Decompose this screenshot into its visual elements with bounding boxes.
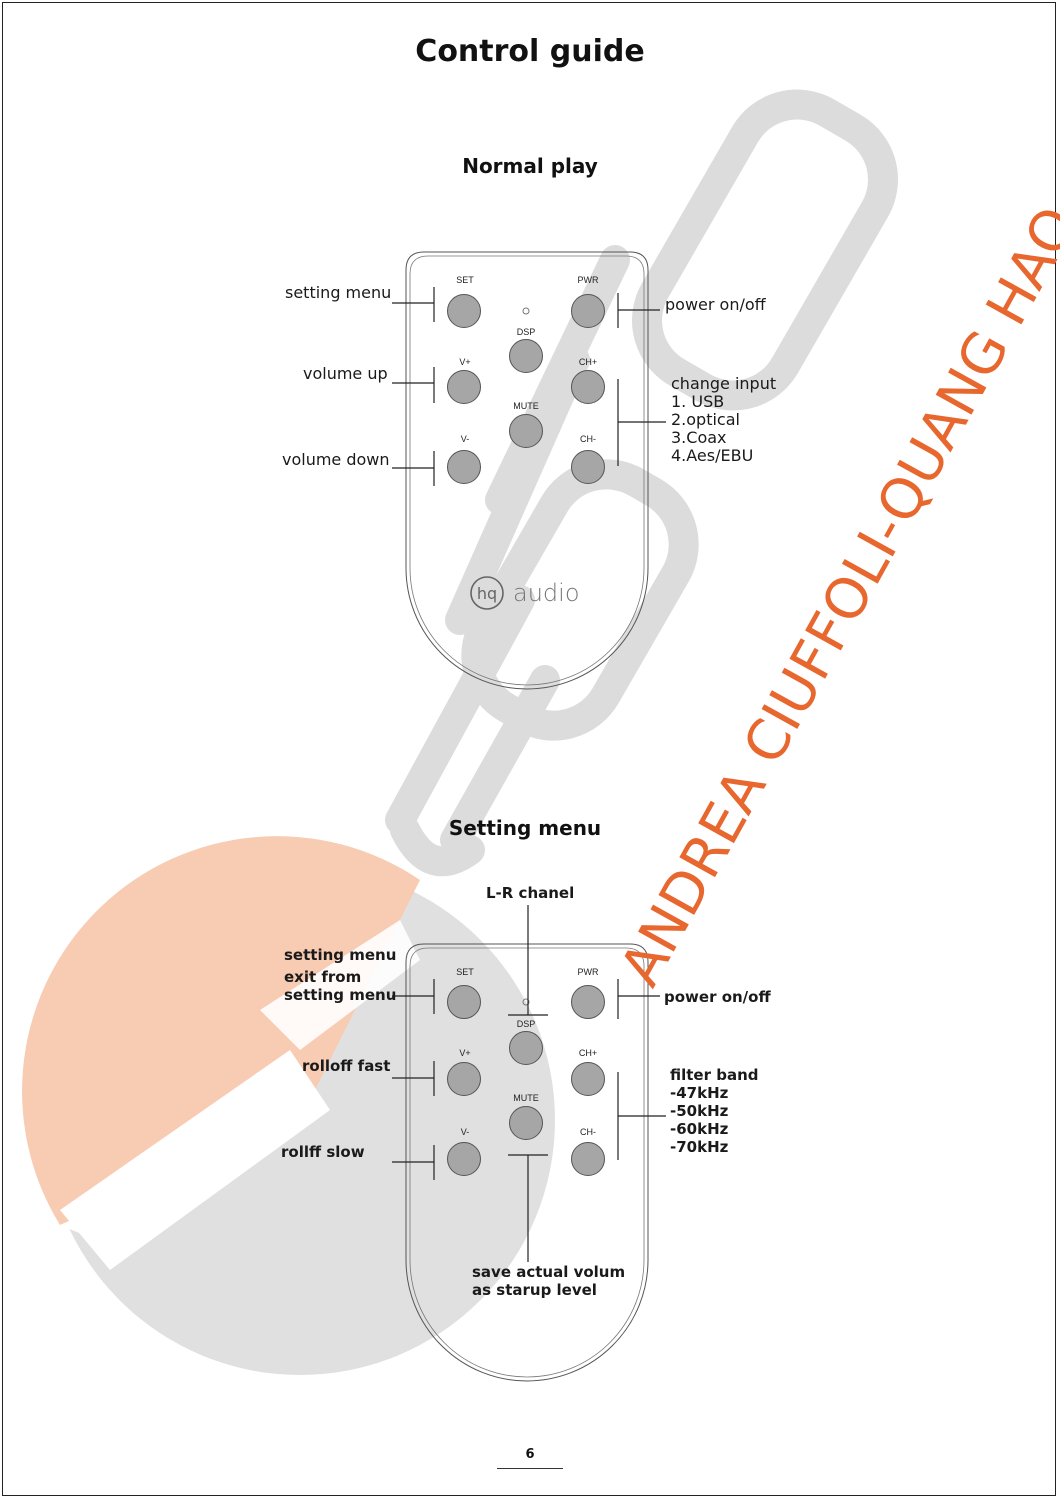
save-volume-line: as starup level bbox=[472, 1281, 597, 1299]
annotation-rolloff-slow: rollff slow bbox=[281, 1143, 365, 1161]
change-input-line: 3.Coax bbox=[671, 428, 727, 447]
annotation-line: setting menu bbox=[284, 986, 397, 1004]
annotation-setting-menu-exit: setting menu exit from setting menu bbox=[284, 946, 396, 1004]
remote-outline-setting bbox=[405, 943, 649, 1382]
label-mute: MUTE bbox=[513, 401, 539, 411]
annotation-change-input: change input 1. USB 2.optical 3.Coax 4.A… bbox=[671, 375, 776, 465]
change-input-line: 1. USB bbox=[671, 392, 725, 411]
annotation-filter-band: filter band -47kHz -50kHz -60kHz -70kHz bbox=[670, 1066, 759, 1156]
change-input-line: change input bbox=[671, 374, 777, 393]
label-chminus: CH- bbox=[580, 1127, 596, 1137]
change-input-line: 4.Aes/EBU bbox=[671, 446, 754, 465]
label-pwr: PWR bbox=[577, 275, 599, 285]
label-vminus: V- bbox=[460, 434, 470, 444]
label-set: SET bbox=[456, 967, 474, 977]
set-button[interactable] bbox=[447, 294, 481, 328]
setting-menu-heading: Setting menu bbox=[448, 816, 602, 840]
remote-outline-normal bbox=[405, 251, 649, 690]
filter-band-line: -50kHz bbox=[670, 1102, 729, 1120]
mute-button[interactable] bbox=[509, 1106, 543, 1140]
pwr-button[interactable] bbox=[571, 985, 605, 1019]
label-mute: MUTE bbox=[513, 1093, 539, 1103]
filter-band-line: filter band bbox=[670, 1066, 759, 1084]
hq-logo-icon: hq bbox=[470, 576, 504, 610]
annotation-lr-channel: L-R chanel bbox=[486, 884, 575, 902]
channel-down-button[interactable] bbox=[571, 450, 605, 484]
volume-down-button[interactable] bbox=[447, 1142, 481, 1176]
annotation-line: exit from bbox=[284, 968, 362, 986]
annotation-volume-down: volume down bbox=[282, 450, 390, 469]
channel-down-button[interactable] bbox=[571, 1142, 605, 1176]
change-input-line: 2.optical bbox=[671, 410, 740, 429]
filter-band-line: -47kHz bbox=[670, 1084, 729, 1102]
dsp-button[interactable] bbox=[509, 1031, 543, 1065]
label-dsp: DSP bbox=[516, 1019, 536, 1029]
set-button[interactable] bbox=[447, 985, 481, 1019]
annotation-power: power on/off bbox=[665, 295, 766, 314]
mute-button[interactable] bbox=[509, 414, 543, 448]
annotation-power: power on/off bbox=[664, 988, 771, 1006]
label-chminus: CH- bbox=[580, 434, 596, 444]
page-title: Control guide bbox=[415, 34, 645, 69]
label-chplus: CH+ bbox=[578, 357, 598, 367]
annotation-volume-up: volume up bbox=[303, 364, 388, 383]
dsp-button[interactable] bbox=[509, 339, 543, 373]
svg-text:hq: hq bbox=[477, 584, 497, 603]
annotation-save-volume: save actual volum as starup level bbox=[472, 1263, 625, 1299]
annotation-rolloff-fast: rolloff fast bbox=[302, 1057, 391, 1075]
page-number: 6 bbox=[525, 1447, 535, 1462]
channel-up-button[interactable] bbox=[571, 370, 605, 404]
footer-rule bbox=[497, 1468, 563, 1469]
filter-band-line: -60kHz bbox=[670, 1120, 729, 1138]
save-volume-line: save actual volum bbox=[472, 1263, 626, 1281]
label-vminus: V- bbox=[460, 1127, 470, 1137]
volume-up-button[interactable] bbox=[447, 1062, 481, 1096]
label-pwr: PWR bbox=[577, 967, 599, 977]
label-chplus: CH+ bbox=[578, 1048, 598, 1058]
logo-text: audio bbox=[513, 579, 580, 607]
normal-play-heading: Normal play bbox=[462, 154, 598, 178]
channel-up-button[interactable] bbox=[571, 1062, 605, 1096]
filter-band-line: -70kHz bbox=[670, 1138, 729, 1156]
pwr-button[interactable] bbox=[571, 294, 605, 328]
label-vplus: V+ bbox=[459, 357, 471, 367]
label-dsp: DSP bbox=[516, 327, 536, 337]
annotation-line: setting menu bbox=[284, 946, 397, 964]
label-vplus: V+ bbox=[459, 1048, 471, 1058]
volume-up-button[interactable] bbox=[447, 370, 481, 404]
volume-down-button[interactable] bbox=[447, 450, 481, 484]
annotation-setting-menu: setting menu bbox=[285, 283, 392, 302]
label-set: SET bbox=[456, 275, 474, 285]
